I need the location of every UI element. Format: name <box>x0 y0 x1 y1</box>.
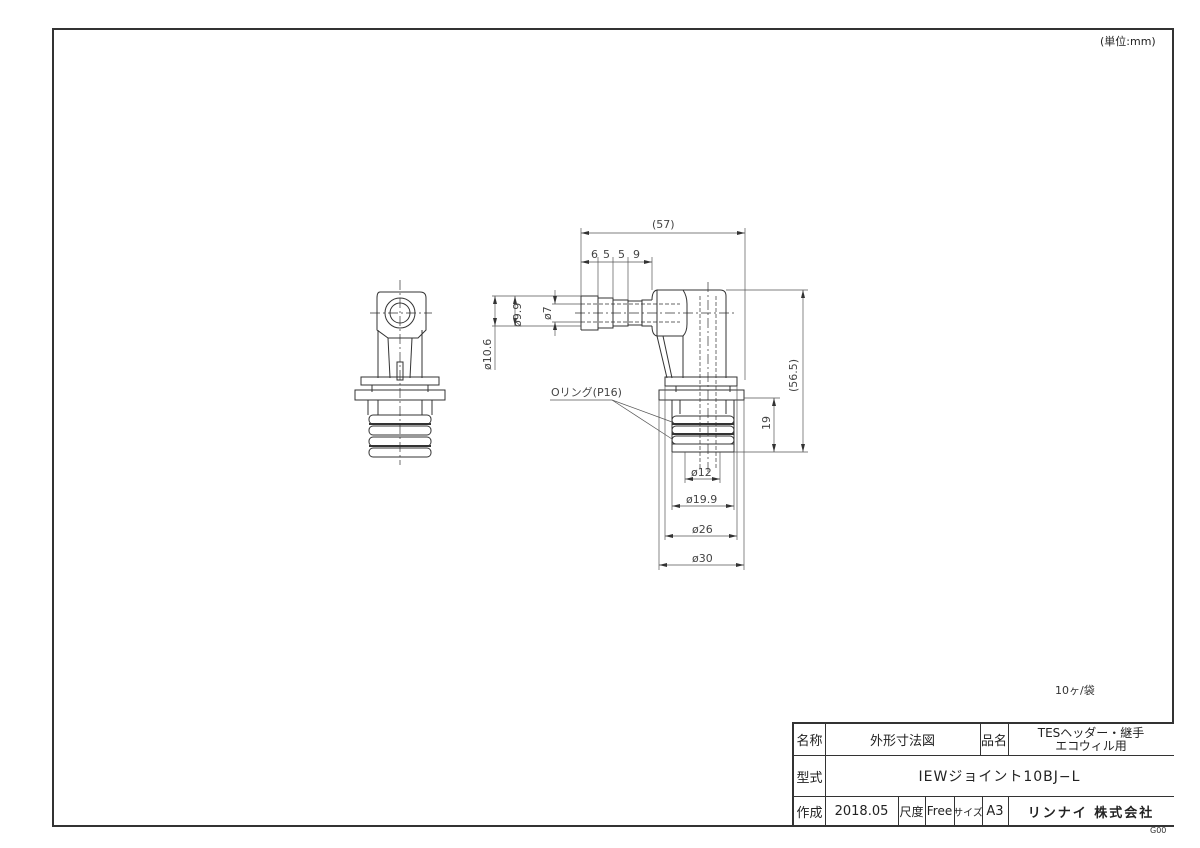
name-value: 外形寸法図 <box>825 724 981 755</box>
dim-barb-seg-1: 6 <box>591 248 598 261</box>
product-value-line1: TESヘッダー・継手 <box>1037 725 1145 740</box>
model-value: IEWジョイント10BJ−L <box>918 769 1081 785</box>
dimension-texts: (57) 6 5 5 9 ø9.9 ø7 ø10.6 (56.5) 19 ø12… <box>481 218 800 565</box>
dim-overall-length: (57) <box>652 218 675 231</box>
dim-flange-od: ø10.6 <box>481 339 494 370</box>
product-label: 品名 <box>980 724 1009 755</box>
drawing-frame <box>52 28 1174 827</box>
size-value: A3 <box>982 797 1009 825</box>
title-row-meta: 作成 2018.05 尺度 Free サイズ A3 リンナイ 株式会社 <box>794 797 1174 826</box>
title-block: 名称 外形寸法図 品名 TESヘッダー・継手 エコウィル用 型式 IEWジョイン… <box>792 722 1174 826</box>
dim-barb-seg-2: 5 <box>603 248 610 261</box>
dim-barb-seg-4: 9 <box>633 248 640 261</box>
sheet-code: G00 <box>1150 826 1167 835</box>
title-row-name: 名称 外形寸法図 品名 TESヘッダー・継手 エコウィル用 <box>794 724 1174 756</box>
product-value-line2: エコウィル用 <box>1055 738 1127 753</box>
size-label: サイズ <box>954 797 983 825</box>
dim-insert-od: ø19.9 <box>686 493 717 506</box>
dim-barb-od: ø9.9 <box>511 303 524 327</box>
created-value: 2018.05 <box>825 797 899 825</box>
model-label: 型式 <box>794 756 826 796</box>
company-name: リンナイ 株式会社 <box>1027 805 1155 821</box>
oring-callout: Oリング(P16) <box>551 385 622 399</box>
scale-label: 尺度 <box>898 797 926 825</box>
packing-note: 10ヶ/袋 <box>1055 684 1095 697</box>
product-value: TESヘッダー・継手 エコウィル用 <box>1008 724 1174 755</box>
dim-flange-dia: ø30 <box>692 552 713 565</box>
scale-value: Free <box>925 797 955 825</box>
dim-bore: ø12 <box>691 466 712 479</box>
created-label: 作成 <box>794 797 826 825</box>
dimension-lines <box>492 228 808 570</box>
dim-barb-seg-3: 5 <box>618 248 625 261</box>
title-row-model: 型式 IEWジョイント10BJ−L <box>794 756 1174 797</box>
side-view <box>354 280 446 465</box>
dim-insert-length: 19 <box>760 416 773 430</box>
unit-label: (単位:mm) <box>1100 35 1156 48</box>
dim-barb-id: ø7 <box>541 306 554 320</box>
dim-overall-height: (56.5) <box>787 359 800 392</box>
dim-collar-od: ø26 <box>692 523 713 536</box>
front-view <box>575 282 745 475</box>
name-label: 名称 <box>794 724 826 755</box>
